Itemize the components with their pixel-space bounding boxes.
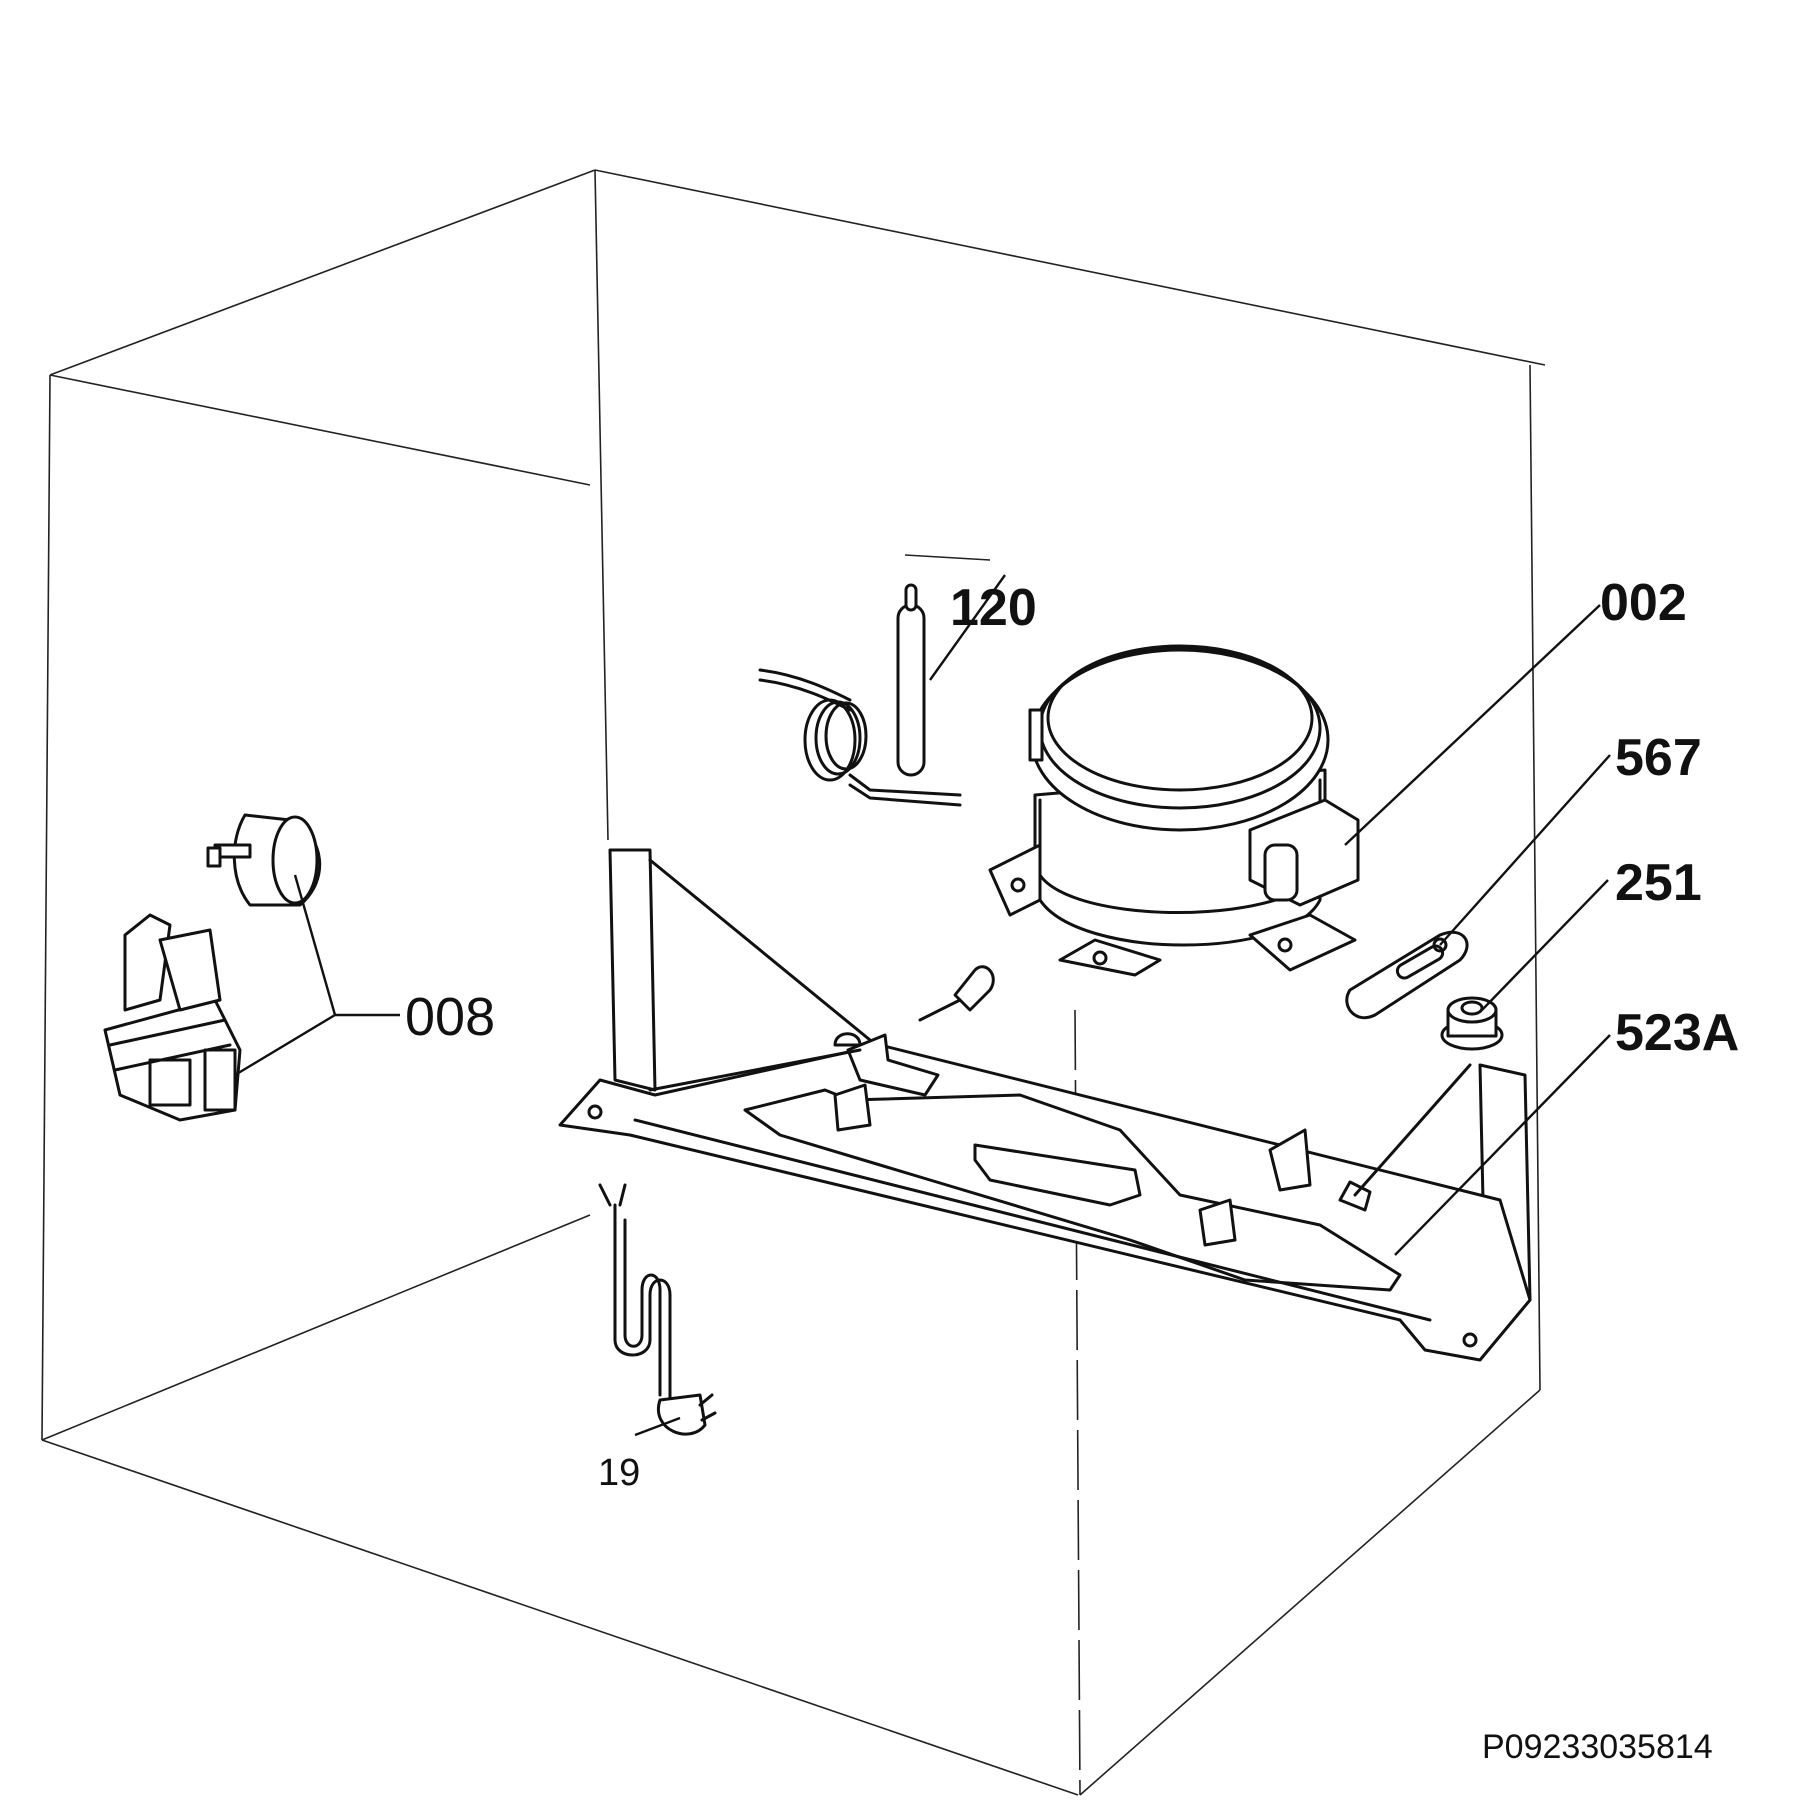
callout-567: 567 — [1615, 729, 1702, 787]
compressor-part — [988, 644, 1360, 977]
callout-120: 120 — [950, 579, 1037, 637]
base-plate-part — [558, 848, 1532, 1362]
leader-lines — [234, 574, 1611, 1437]
callout-19: 19 — [598, 1452, 640, 1494]
callout-523A: 523A — [1615, 1004, 1739, 1062]
grommet-part — [1440, 996, 1504, 1051]
callout-002: 002 — [1600, 574, 1687, 632]
drawing-reference: P09233035814 — [1482, 1728, 1713, 1766]
relay-starter-part — [103, 813, 322, 1122]
power-cord-part — [598, 1183, 717, 1436]
clip-part — [1345, 930, 1469, 1020]
cabinet-outline — [41, 169, 1546, 1796]
callout-251: 251 — [1615, 854, 1702, 912]
filter-drier-part — [758, 583, 962, 807]
callout-008: 008 — [405, 987, 495, 1047]
